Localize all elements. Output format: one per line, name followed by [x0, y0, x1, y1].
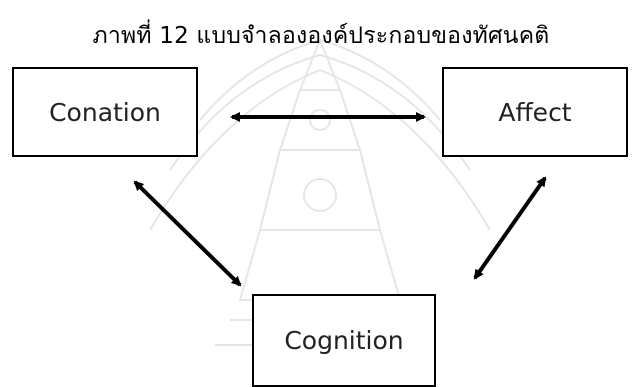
cognition-label: Cognition — [284, 326, 404, 355]
figure-title: ภาพที่ 12 แบบจำลององค์ประกอบของทัศนคติ — [92, 23, 550, 49]
affect-label: Affect — [498, 97, 572, 127]
conation-label: Conation — [49, 97, 161, 127]
arrow-affect-cognition — [473, 176, 547, 280]
cognition-box: Cognition — [252, 294, 436, 387]
affect-box: Affect — [442, 67, 628, 157]
conation-box: Conation — [12, 67, 198, 157]
arrow-conation-cognition — [133, 180, 242, 287]
